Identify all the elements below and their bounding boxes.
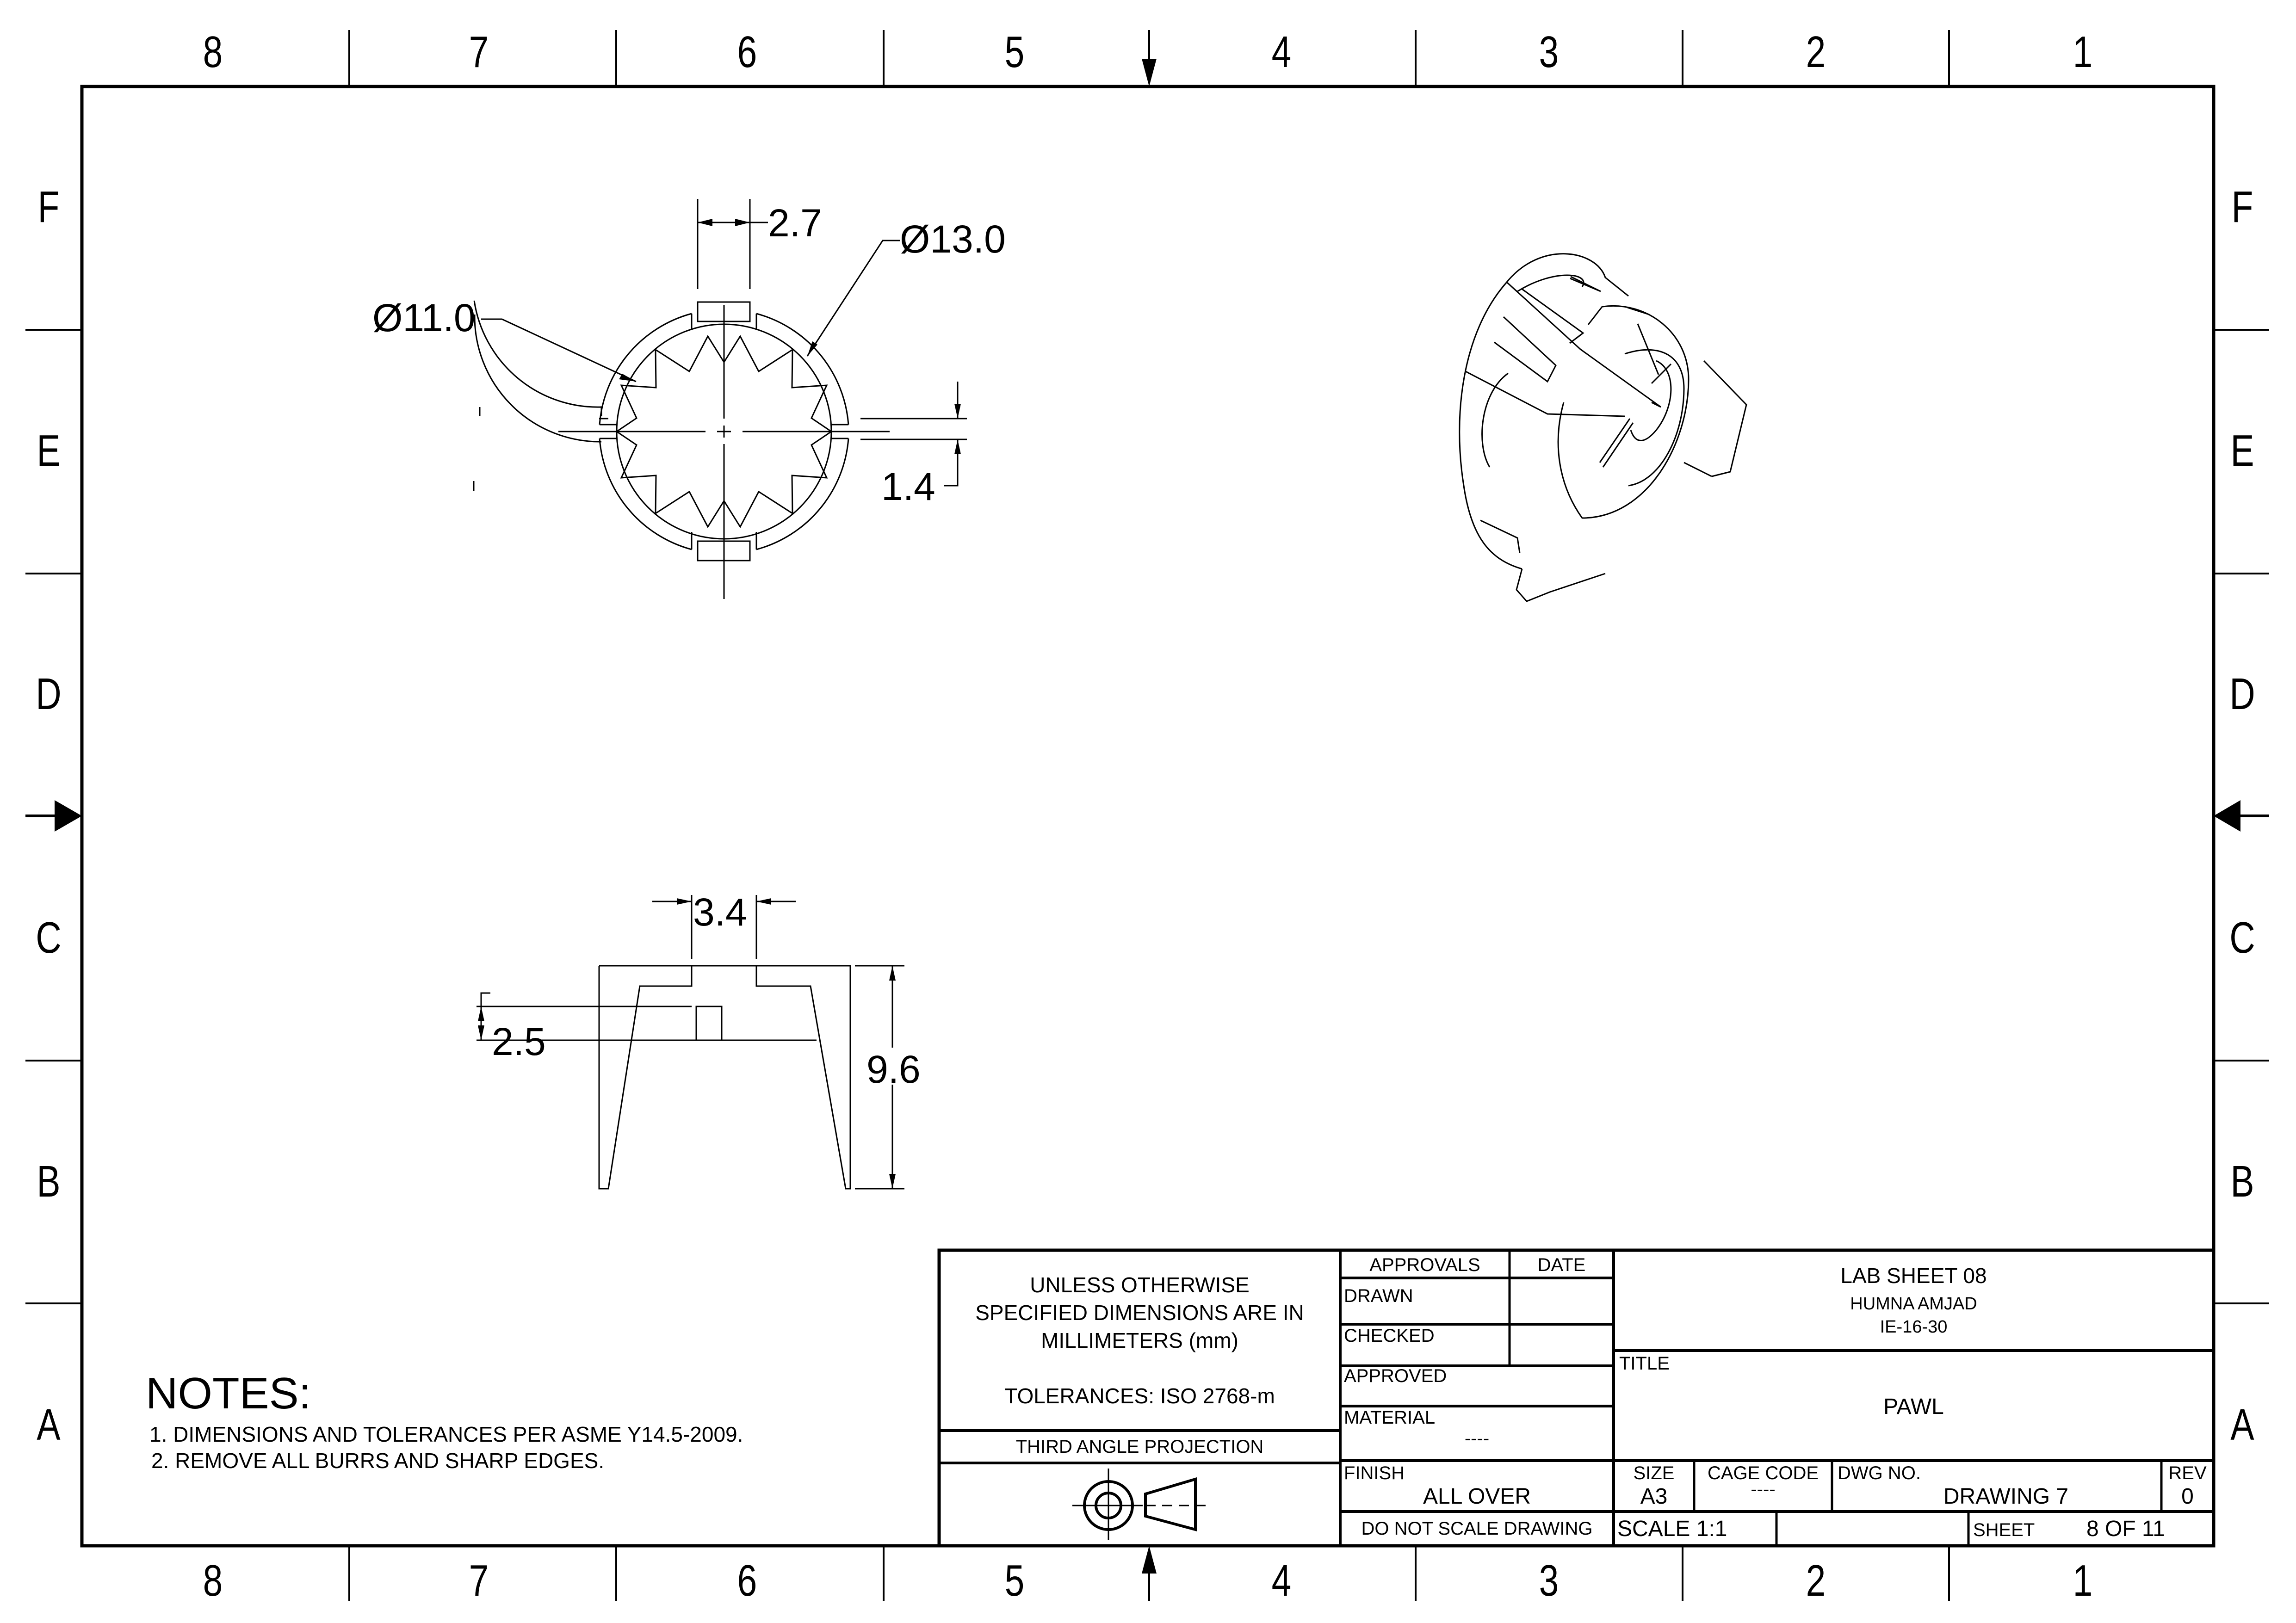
sheet-label: SHEET — [1973, 1520, 2035, 1540]
material-label: MATERIAL — [1344, 1407, 1436, 1428]
zone-col-5: 5 — [1004, 27, 1025, 77]
zone-col-4-bottom: 4 — [1271, 1556, 1292, 1605]
scale-value: SCALE 1:1 — [1617, 1517, 1727, 1541]
approval-row-approved: APPROVED — [1344, 1366, 1447, 1386]
dim-key-width: 2.7 — [768, 201, 822, 245]
center-arrow-left-icon — [55, 800, 82, 832]
dim-inner-diameter: Ø11.0 — [372, 296, 476, 339]
dim-outer-diameter: Ø13.0 — [900, 217, 1006, 261]
zone-row-e: E — [37, 426, 61, 475]
dim-pocket-depth: 2.5 — [492, 1020, 546, 1063]
header-line-2: HUMNA AMJAD — [1850, 1294, 1977, 1314]
zone-row-a: A — [37, 1400, 61, 1450]
right-zone-dividers — [2214, 329, 2269, 1304]
side-view — [477, 895, 904, 1190]
title-value: PAWL — [1883, 1395, 1944, 1419]
center-arrow-top-icon — [1142, 59, 1157, 86]
title-label: TITLE — [1619, 1353, 1670, 1374]
zone-col-1: 1 — [2073, 27, 2093, 77]
front-view-arrowheads — [619, 219, 961, 454]
zone-row-d: D — [36, 669, 62, 719]
zone-col-2-bottom: 2 — [1806, 1556, 1826, 1605]
general-note-line-3: MILLIMETERS (mm) — [1041, 1328, 1238, 1352]
note-item-2: 2. REMOVE ALL BURRS AND SHARP EDGES. — [151, 1449, 605, 1473]
notes-heading: NOTES: — [146, 1369, 311, 1418]
zone-row-c-right: C — [2229, 913, 2255, 963]
zone-col-8-bottom: 8 — [203, 1556, 223, 1605]
size-value: A3 — [1640, 1484, 1668, 1509]
approvals-header: APPROVALS — [1369, 1255, 1480, 1275]
cage-code-label: CAGE CODE — [1707, 1463, 1819, 1483]
date-header: DATE — [1537, 1255, 1586, 1275]
zone-row-e-right: E — [2230, 426, 2254, 475]
finish-value: ALL OVER — [1423, 1484, 1531, 1509]
zone-row-d-right: D — [2229, 669, 2255, 719]
zone-col-5-bottom: 5 — [1004, 1556, 1025, 1605]
zone-col-7: 7 — [469, 27, 489, 77]
cage-code-value: ---- — [1751, 1479, 1776, 1500]
rev-value: 0 — [2181, 1484, 2194, 1509]
zone-row-f: F — [37, 182, 60, 232]
zone-col-6-bottom: 6 — [737, 1556, 757, 1605]
zone-col-4: 4 — [1271, 27, 1292, 77]
zone-col-1-bottom: 1 — [2073, 1556, 2093, 1605]
zone-col-8: 8 — [203, 27, 223, 77]
projection-label: THIRD ANGLE PROJECTION — [1015, 1437, 1264, 1457]
size-label: SIZE — [1633, 1463, 1675, 1483]
dim-slot-width: 3.4 — [693, 890, 747, 934]
rev-label: REV — [2168, 1463, 2207, 1483]
dwg-no-value: DRAWING 7 — [1943, 1484, 2069, 1509]
note-item-1: 1. DIMENSIONS AND TOLERANCES PER ASME Y1… — [149, 1422, 743, 1446]
general-note-line-1: UNLESS OTHERWISE — [1030, 1273, 1250, 1297]
dim-slot-gap: 1.4 — [881, 465, 935, 508]
top-zone-dividers — [348, 30, 1950, 86]
front-view — [473, 199, 967, 599]
tolerances-note: TOLERANCES: ISO 2768-m — [1004, 1384, 1275, 1408]
zone-col-3: 3 — [1539, 27, 1559, 77]
dwg-no-label: DWG NO. — [1838, 1463, 1921, 1483]
finish-label: FINISH — [1344, 1463, 1405, 1483]
zone-row-a-right: A — [2230, 1400, 2254, 1450]
dim-overall-height: 9.6 — [866, 1048, 921, 1091]
material-value: ---- — [1464, 1428, 1490, 1449]
zone-row-b-right: B — [2230, 1157, 2254, 1206]
left-zone-dividers — [25, 329, 82, 1304]
center-arrow-right-icon — [2214, 800, 2240, 832]
bottom-zone-dividers — [348, 1546, 1950, 1601]
sheet-value: 8 OF 11 — [2086, 1517, 2165, 1541]
header-line-1: LAB SHEET 08 — [1840, 1264, 1987, 1288]
header-line-3: IE-16-30 — [1880, 1317, 1948, 1337]
center-arrow-bottom-icon — [1142, 1546, 1157, 1574]
zone-col-6: 6 — [737, 27, 757, 77]
isometric-view — [1459, 253, 1747, 602]
general-note-line-2: SPECIFIED DIMENSIONS ARE IN — [975, 1301, 1304, 1325]
side-view-arrowheads — [478, 898, 896, 1189]
title-block-grid — [937, 1248, 2216, 1548]
third-angle-projection-icon — [1072, 1469, 1207, 1540]
zone-row-b: B — [37, 1157, 61, 1206]
approval-row-drawn: DRAWN — [1344, 1286, 1413, 1306]
zone-col-2: 2 — [1806, 27, 1826, 77]
zone-row-f-right: F — [2231, 182, 2253, 232]
zone-col-7-bottom: 7 — [469, 1556, 489, 1605]
do-not-scale-label: DO NOT SCALE DRAWING — [1361, 1518, 1593, 1539]
approval-row-checked: CHECKED — [1344, 1326, 1435, 1346]
zone-col-3-bottom: 3 — [1539, 1556, 1559, 1605]
zone-row-c: C — [36, 913, 62, 963]
